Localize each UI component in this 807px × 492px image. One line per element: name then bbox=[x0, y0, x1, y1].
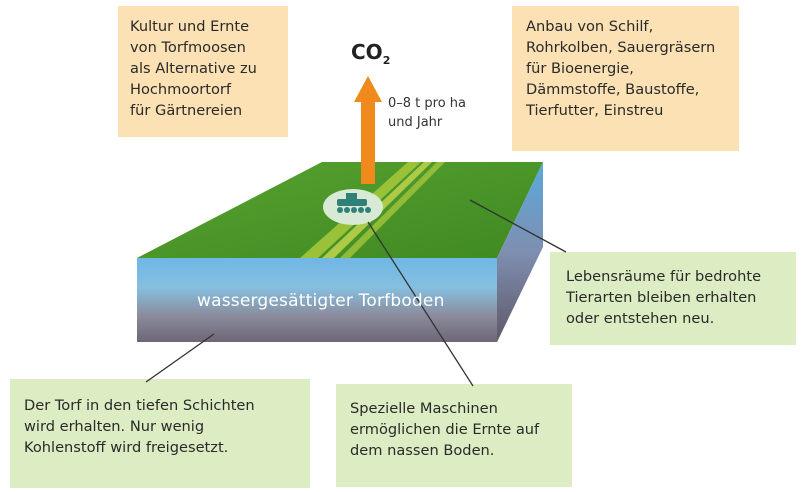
info-box-peat-preserved: Der Torf in den tiefen Schichten wird er… bbox=[10, 379, 310, 488]
soil-label: wassergesättigter Torfboden bbox=[197, 291, 445, 311]
co2-label: CO2 bbox=[351, 40, 391, 67]
connector-line-peat bbox=[145, 333, 215, 383]
info-box-peat-moss: Kultur und Ernte von Torfmoosen als Alte… bbox=[118, 6, 288, 137]
harvesting-machine-icon bbox=[337, 193, 371, 213]
info-box-special-machines: Spezielle Maschinen ermöglichen die Ernt… bbox=[336, 384, 572, 487]
harvest-strip bbox=[340, 162, 445, 258]
co2-rate-label: 0–8 t pro ha und Jahr bbox=[388, 96, 467, 130]
soil-front-face bbox=[137, 258, 497, 342]
soil-side-face bbox=[497, 162, 543, 342]
connector-line-machines bbox=[367, 221, 474, 387]
co2-emission-arrow bbox=[354, 76, 382, 184]
info-box-habitats: Lebensräume für bedrohte Tierarten bleib… bbox=[550, 252, 796, 345]
machine-highlight bbox=[323, 189, 383, 225]
info-box-reed-cultivation: Anbau von Schilf, Rohrkolben, Sauergräse… bbox=[512, 6, 739, 151]
connector-line-habitats bbox=[469, 199, 567, 253]
